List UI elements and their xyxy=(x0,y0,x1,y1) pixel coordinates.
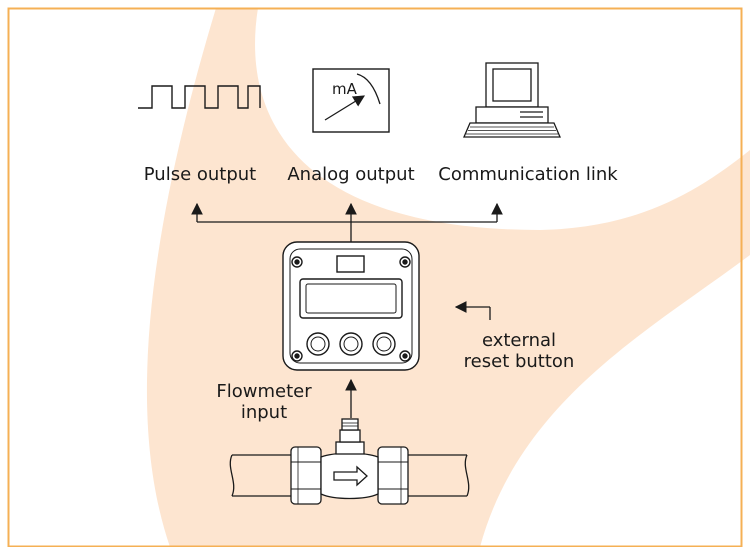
flowmeter-label-line1: Flowmeter xyxy=(216,381,312,402)
computer-icon xyxy=(463,62,561,138)
output-connector xyxy=(191,202,503,242)
pulse-output-label: Pulse output xyxy=(144,164,257,185)
reset-label-line2: reset button xyxy=(464,351,575,372)
flowmeter-label-line2: input xyxy=(241,402,287,423)
analog-output-label: Analog output xyxy=(287,164,414,185)
turbine-flowmeter-icon xyxy=(229,418,470,505)
flow-computer-icon xyxy=(282,241,420,371)
meter-unit-text: mA xyxy=(332,80,358,98)
ma-meter-icon: mA xyxy=(312,68,390,133)
communication-link-label: Communication link xyxy=(438,164,618,185)
background-swoosh xyxy=(146,8,750,547)
reset-pointer-arrow xyxy=(454,301,491,320)
reset-label-line1: external xyxy=(482,330,556,351)
square-wave-icon xyxy=(138,85,261,109)
